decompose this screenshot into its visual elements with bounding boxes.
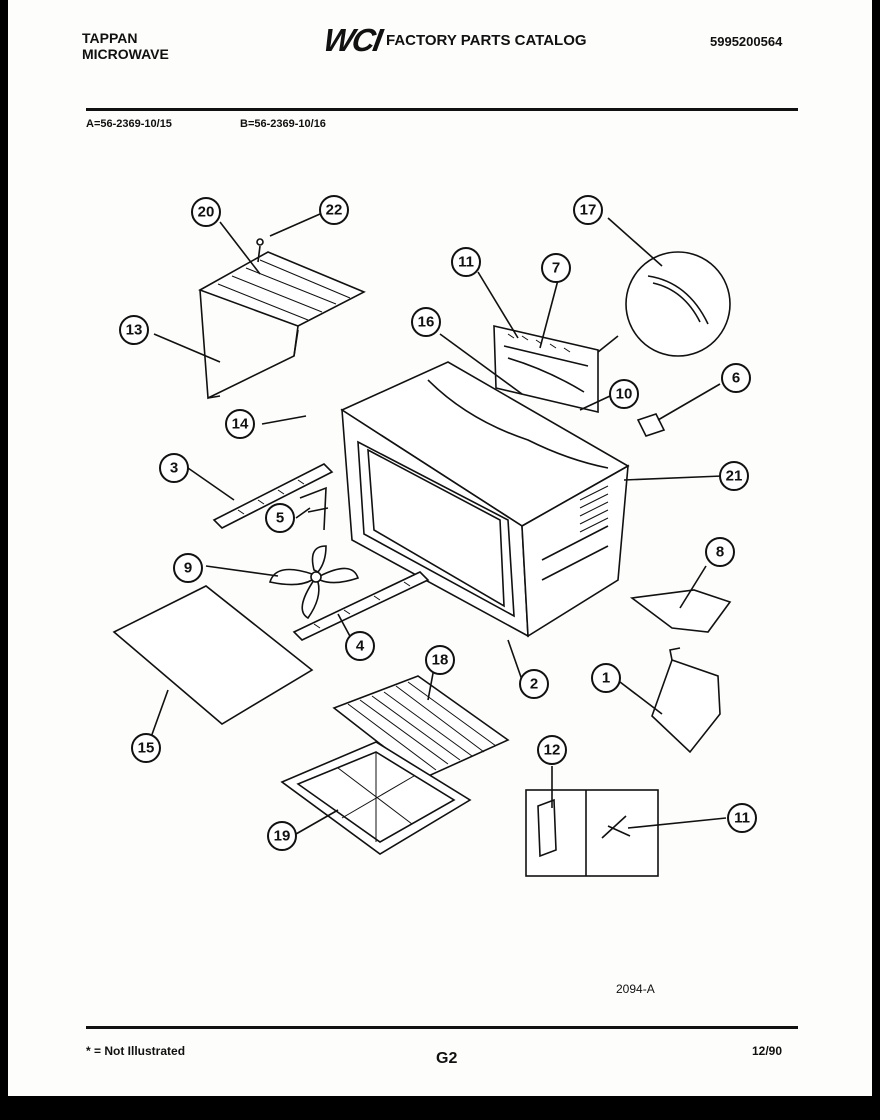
part-glass-panel (112, 585, 314, 725)
part-bracket (299, 486, 329, 531)
svg-text:19: 19 (274, 828, 291, 845)
callout-4: 4 (345, 631, 375, 661)
part-lower-rail (292, 571, 430, 641)
product-type: MICROWAVE (82, 46, 169, 62)
callout-2: 2 (519, 669, 549, 699)
page-number: G2 (436, 1050, 458, 1067)
callout-17: 17 (573, 195, 603, 225)
model-a: A=56-2369-10/15 (86, 118, 172, 130)
svg-text:7: 7 (552, 260, 560, 277)
exploded-parts-diagram: 20 22 13 17 11 7 16 10 6 14 21 3 5 9 8 4… (112, 195, 757, 877)
svg-text:11: 11 (458, 254, 474, 271)
catalog-title: FACTORY PARTS CATALOG (386, 32, 587, 49)
part-upper-rail (212, 463, 334, 529)
parts-catalog-page: TAPPAN MICROWAVE WCI FACTORY PARTS CATAL… (8, 0, 872, 1096)
callout-22: 22 (319, 195, 349, 225)
callout-16: 16 (411, 307, 441, 337)
footer-rule (86, 1026, 798, 1029)
callout-19: 19 (267, 821, 297, 851)
svg-text:16: 16 (418, 314, 435, 331)
header-rule (86, 108, 798, 111)
part-inset-box (525, 789, 659, 877)
svg-text:20: 20 (198, 204, 215, 221)
svg-text:1: 1 (602, 670, 610, 687)
callout-7: 7 (541, 253, 571, 283)
svg-text:3: 3 (170, 460, 178, 477)
callout-11-top: 11 (451, 247, 481, 277)
brand-name: TAPPAN (82, 30, 138, 46)
svg-text:22: 22 (326, 202, 343, 219)
part-fan-blade (268, 545, 360, 620)
catalog-number: 5995200564 (710, 34, 783, 49)
svg-text:14: 14 (232, 416, 249, 433)
callout-13: 13 (119, 315, 149, 345)
part-clip (636, 413, 666, 437)
svg-text:15: 15 (138, 740, 155, 757)
part-vent-cover (629, 589, 732, 633)
svg-text:21: 21 (726, 468, 743, 485)
part-tray (280, 741, 472, 855)
callout-9: 9 (173, 553, 203, 583)
callout-6: 6 (721, 363, 751, 393)
brand-block: TAPPAN MICROWAVE (82, 30, 169, 62)
svg-text:2: 2 (530, 676, 538, 693)
part-duct (651, 647, 721, 754)
callout-20: 20 (191, 197, 221, 227)
figure-number: 2094-A (616, 982, 655, 996)
catalog-date: 12/90 (752, 1044, 783, 1058)
model-b: B=56-2369-10/16 (240, 118, 326, 130)
svg-text:9: 9 (184, 560, 192, 577)
svg-text:6: 6 (732, 370, 740, 387)
svg-text:13: 13 (126, 322, 143, 339)
callout-15: 15 (131, 733, 161, 763)
svg-text:12: 12 (544, 742, 561, 759)
svg-text:18: 18 (432, 652, 449, 669)
svg-text:8: 8 (716, 544, 724, 561)
callout-18: 18 (425, 645, 455, 675)
part-detail-circle (625, 251, 731, 357)
svg-text:11: 11 (734, 810, 750, 827)
part-main-cabinet (340, 361, 630, 638)
callout-1: 1 (591, 663, 621, 693)
callout-11-inset: 11 (727, 803, 757, 833)
part-waveguide-assembly (493, 324, 619, 414)
callout-21: 21 (719, 461, 749, 491)
svg-text:4: 4 (356, 638, 365, 655)
svg-text:5: 5 (276, 510, 284, 527)
svg-text:17: 17 (580, 202, 597, 219)
callout-3: 3 (159, 453, 189, 483)
part-top-cover (198, 238, 366, 400)
svg-text:10: 10 (616, 386, 633, 403)
not-illustrated-note: * = Not Illustrated (86, 1044, 186, 1058)
callout-14: 14 (225, 409, 255, 439)
callout-8: 8 (705, 537, 735, 567)
callout-10: 10 (609, 379, 639, 409)
callout-5: 5 (265, 503, 295, 533)
leader-lines (149, 213, 727, 835)
callout-12: 12 (537, 735, 567, 765)
